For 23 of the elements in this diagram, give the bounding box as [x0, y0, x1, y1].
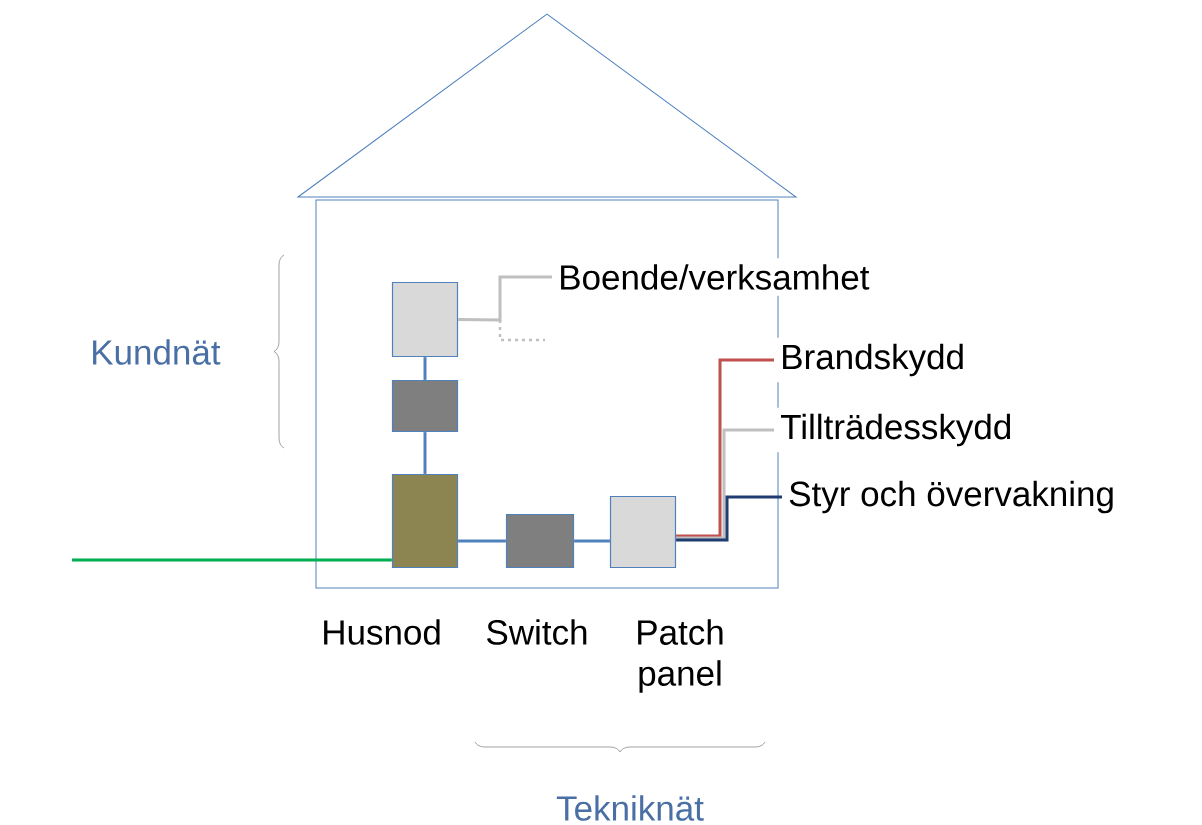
endpoint-label: Boende/verksamhet	[552, 258, 876, 296]
group-label: Tekniknät	[556, 795, 704, 821]
device-box	[505, 513, 575, 569]
device-box	[609, 495, 677, 569]
cable-line	[458, 539, 506, 543]
cable-line	[676, 495, 782, 542]
cable-line	[72, 558, 392, 562]
device-label: Patch panel	[638, 619, 723, 693]
cable-line	[423, 357, 427, 380]
device-box	[391, 473, 459, 569]
device-box	[391, 379, 459, 433]
device-label: Husnod	[324, 619, 440, 645]
cable-line	[458, 275, 552, 322]
cable-line	[574, 539, 610, 543]
group-label: Kundnät	[93, 339, 221, 365]
cable-line	[676, 358, 774, 538]
endpoint-label: Tillträdesskydd	[774, 407, 1019, 453]
endpoint-label: Styr och övervakning	[782, 474, 1122, 520]
cable-line	[676, 428, 774, 540]
cable-line	[423, 432, 427, 474]
device-label: Switch	[487, 619, 587, 645]
device-box	[391, 281, 459, 358]
endpoint-label: Brandskydd	[774, 337, 972, 383]
